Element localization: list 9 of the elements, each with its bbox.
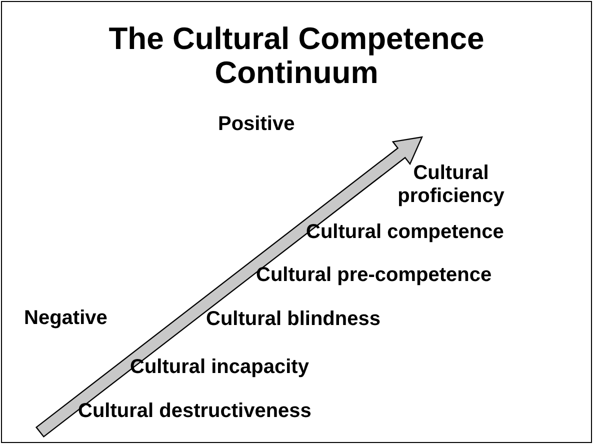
continuum-label: Cultural destructiveness <box>78 400 312 423</box>
continuum-label: Cultural incapacity <box>130 356 309 379</box>
continuum-label: Cultural pre-competence <box>256 264 492 287</box>
continuum-label: Positive <box>218 113 295 136</box>
continuum-label: Cultural proficiency <box>396 162 506 208</box>
title: The Cultural Competence Continuum <box>108 22 486 90</box>
continuum-label: Cultural blindness <box>206 308 380 331</box>
continuum-label: Cultural competence <box>306 221 504 244</box>
continuum-label: Negative <box>24 307 108 330</box>
